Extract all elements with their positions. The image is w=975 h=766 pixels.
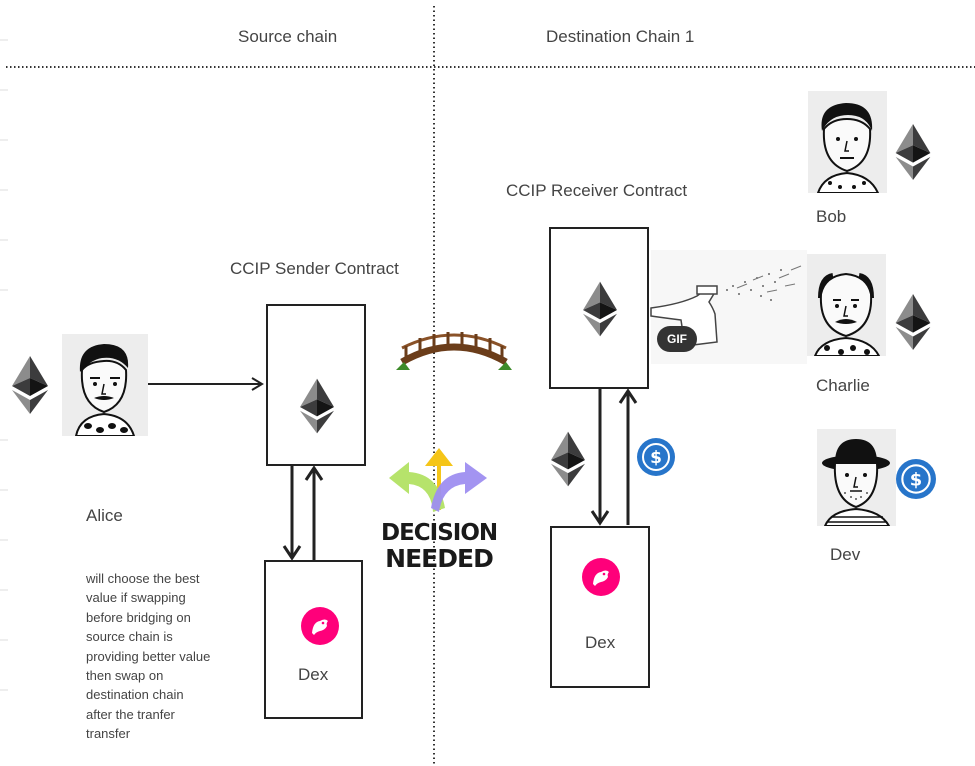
ccip-receiver-label: CCIP Receiver Contract — [506, 181, 688, 200]
avatar-dev — [817, 429, 896, 526]
arrows-sender-dex — [282, 465, 324, 561]
eth-icon — [895, 124, 931, 180]
eth-icon — [895, 294, 931, 350]
arrows-receiver-dex — [590, 388, 638, 526]
charlie-face-icon — [813, 272, 881, 356]
source-chain-header: Source chain — [238, 27, 338, 46]
gif-badge: GIF — [657, 326, 697, 352]
bob-name: Bob — [816, 207, 847, 226]
source-dex-box[interactable]: Dex — [264, 560, 363, 719]
bridge-icon — [396, 332, 512, 370]
alice-note: will choose the best value if swapping b… — [86, 571, 211, 742]
destination-chain-header: Destination Chain 1 — [546, 27, 695, 46]
decision-needed-text: DECISION NEEDED — [381, 520, 498, 573]
decision-arrows-icon — [389, 448, 487, 512]
eth-icon — [583, 281, 617, 337]
eth-icon — [12, 356, 48, 414]
dev-name: Dev — [830, 545, 861, 564]
eth-icon — [300, 378, 334, 434]
svg-text:$: $ — [650, 448, 662, 468]
dev-face-icon — [822, 439, 891, 526]
spray-gif[interactable]: GIF — [650, 250, 807, 364]
alice-face-icon — [74, 344, 136, 436]
ccip-receiver-contract[interactable] — [549, 227, 649, 389]
grid-edge — [0, 39, 8, 691]
avatar-alice — [62, 334, 148, 436]
destination-dex-label: Dex — [585, 633, 616, 652]
avatar-bob — [808, 91, 887, 193]
decision-text-line1: DECISION — [381, 520, 498, 546]
uniswap-icon — [582, 558, 620, 596]
destination-dex-box[interactable]: Dex — [550, 526, 650, 688]
usdc-icon: $ — [637, 438, 675, 476]
charlie-name: Charlie — [816, 376, 870, 395]
avatar-charlie — [807, 254, 886, 356]
ccip-sender-contract[interactable] — [266, 304, 366, 466]
bob-face-icon — [816, 103, 880, 193]
ccip-sender-label: CCIP Sender Contract — [230, 259, 399, 278]
usdc-icon: $ — [896, 459, 936, 499]
arrow-alice-to-sender — [148, 377, 264, 391]
svg-text:$: $ — [910, 469, 922, 490]
decision-text-line2: NEEDED — [385, 544, 494, 573]
eth-icon — [551, 431, 585, 487]
spray-bottle-icon — [650, 265, 802, 347]
alice-name: Alice — [86, 506, 123, 525]
source-dex-label: Dex — [298, 665, 329, 684]
uniswap-icon — [301, 607, 339, 645]
